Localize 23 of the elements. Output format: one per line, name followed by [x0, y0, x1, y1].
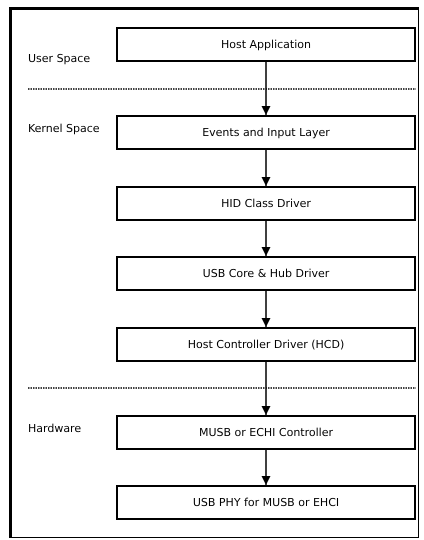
box-text: Host Application: [220, 38, 311, 52]
layer-label: User Space: [28, 52, 90, 66]
arrow: [262, 62, 270, 115]
box-text: Events and Input Layer: [202, 126, 330, 140]
arrow: [262, 221, 270, 256]
layer-box: [116, 485, 416, 520]
arrow: [262, 362, 270, 415]
box-text: MUSB or ECHI Controller: [198, 426, 334, 440]
layer-box: [116, 115, 416, 150]
layer-label: Hardware: [28, 422, 82, 436]
box-text: HID Class Driver: [221, 196, 311, 210]
layer-box: [116, 327, 416, 362]
box-text: USB PHY for MUSB or EHCI: [192, 496, 340, 510]
arrow: [262, 450, 270, 485]
layer-box: [116, 186, 416, 221]
layer-label: Kernel Space: [28, 122, 100, 136]
layer-box: [116, 256, 416, 291]
arrow: [262, 291, 270, 327]
layer-box: [116, 27, 416, 62]
box-text: USB Core & Hub Driver: [202, 266, 330, 280]
box-text: Host Controller Driver (HCD): [188, 338, 344, 352]
arrow: [262, 150, 270, 186]
layer-box: [116, 415, 416, 450]
